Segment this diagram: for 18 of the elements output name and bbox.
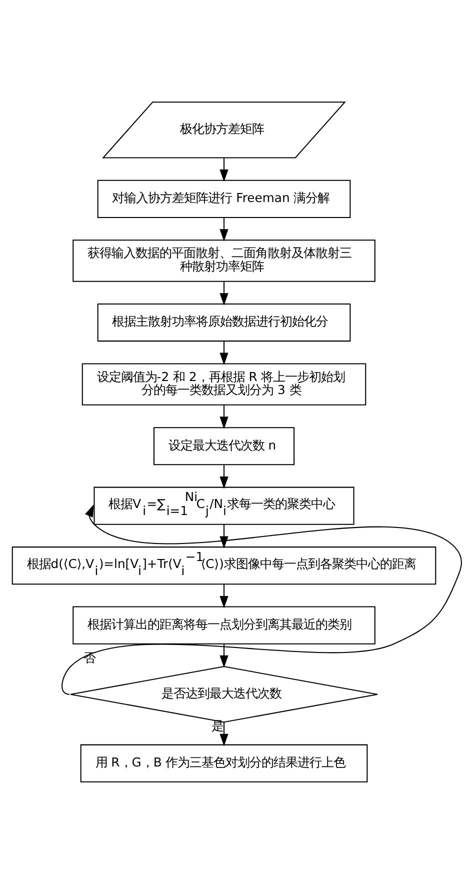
node-box: 根据计算出的距离将每一点划分到离其最近的类别 [72, 606, 376, 644]
node-box: 对输入协方差矩阵进行 Freeman 满分解 [97, 180, 351, 218]
arrow [220, 218, 228, 242]
node-box: 设定阈值为-2 和 2，再根据 R 将上一步初始划分的每一类数据又划分为 3 类 [82, 363, 366, 406]
arrow [220, 464, 228, 489]
arrow [220, 158, 228, 182]
node-box: 获得输入数据的平面散射、二面角散射及体散射三种散射功率矩阵 [72, 240, 376, 282]
arrow [220, 524, 228, 549]
arrow [220, 341, 228, 366]
arrow [220, 584, 228, 608]
node-box: 根据主散射功率将原始数据进行初始化分 [97, 303, 351, 342]
arrow [62, 504, 462, 695]
node-box: 设定最大迭代次数 n [153, 427, 295, 466]
arrow [220, 282, 228, 306]
arrow [220, 405, 228, 430]
arrow [220, 644, 228, 668]
arrow [220, 722, 228, 746]
node-box: 用 R，G，B 作为三基色对划分的结果进行上色 [80, 744, 368, 782]
